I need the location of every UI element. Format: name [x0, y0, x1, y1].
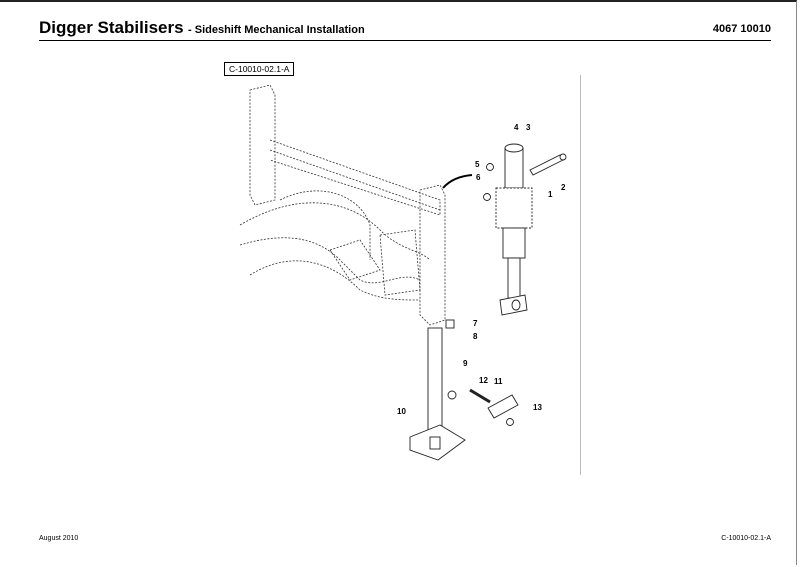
- footer-date: August 2010: [39, 535, 79, 542]
- callout-5: 5: [475, 160, 480, 169]
- stabiliser-cylinder: [483, 143, 567, 316]
- callout-12: 12: [479, 376, 488, 385]
- page-title: Digger Stabilisers - Sideshift Mechanica…: [39, 18, 365, 38]
- footer-reference: C-10010-02.1-A: [721, 535, 771, 542]
- callout-8: 8: [473, 332, 478, 341]
- callout-6: 6: [476, 173, 481, 182]
- callout-7: 7: [473, 319, 478, 328]
- title-main: Digger Stabilisers: [39, 18, 184, 37]
- callout-2: 2: [561, 183, 566, 192]
- callout-4: 4: [514, 123, 519, 132]
- document-number: 4067 10010: [712, 23, 771, 35]
- figure-label: C-10010-02.1-A: [224, 62, 295, 76]
- callout-9: 9: [463, 359, 468, 368]
- stabiliser-leg: [409, 319, 519, 461]
- title-subtitle: - Sideshift Mechanical Installation: [188, 24, 365, 36]
- hydraulic-hose: [442, 174, 473, 189]
- callout-3: 3: [526, 123, 531, 132]
- header-divider: [39, 40, 771, 41]
- callout-numbers: 1 2 3 4 5 6 7 8 9 10 11 12 13: [397, 123, 566, 416]
- callout-11: 11: [494, 377, 503, 386]
- frame-structure: [239, 84, 446, 326]
- callout-13: 13: [533, 403, 542, 412]
- margin-line: [580, 75, 581, 475]
- callout-1: 1: [548, 190, 553, 199]
- callout-10: 10: [397, 407, 406, 416]
